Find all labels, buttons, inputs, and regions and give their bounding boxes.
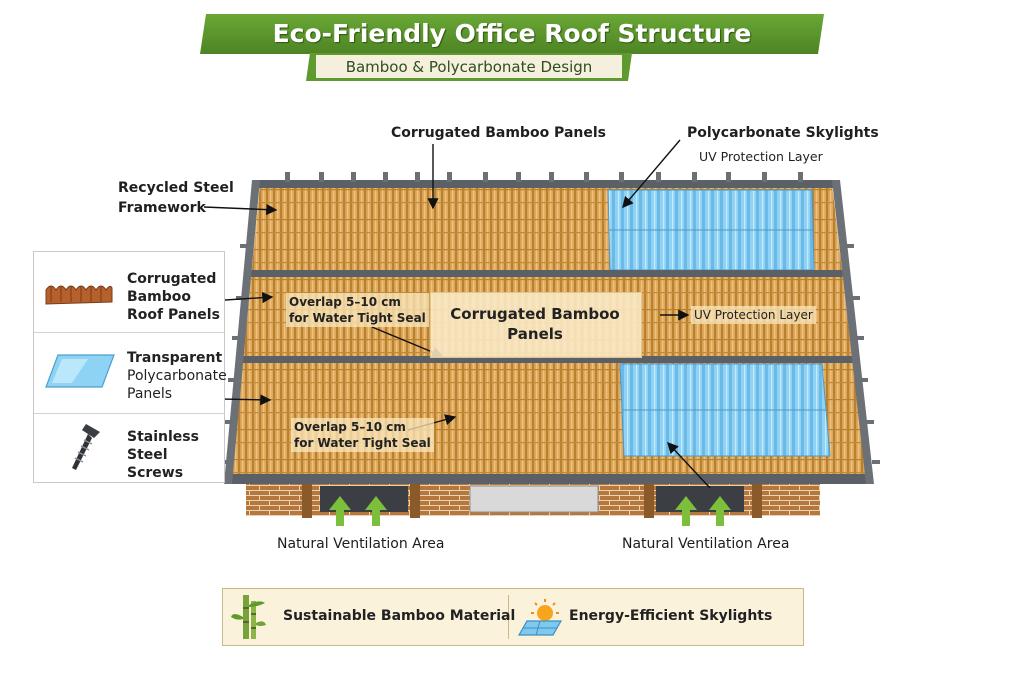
ventilation-arrows: [329, 496, 731, 526]
features-bar: Sustainable Bamboo Material Energy-Effic…: [222, 588, 804, 646]
building-wall: [246, 484, 820, 518]
label-vent-left: Natural Ventilation Area: [277, 536, 445, 552]
polycarbonate-panel-icon: [45, 354, 115, 388]
page-title: Eco-Friendly Office Roof Structure: [272, 19, 752, 48]
label-uv-protection-mid: UV Protection Layer: [691, 306, 816, 324]
feature-bamboo-label: Sustainable Bamboo Material: [283, 608, 516, 624]
label-polycarbonate-skylights: Polycarbonate Skylights: [687, 125, 879, 141]
subtitle-banner: [306, 53, 632, 81]
sun-panel-icon: [517, 599, 563, 636]
label-vent-right: Natural Ventilation Area: [622, 536, 790, 552]
title-banner: [200, 14, 824, 54]
bamboo-icon: [231, 595, 266, 639]
steel-bolts: [220, 172, 880, 464]
label-uv-protection-top: UV Protection Layer: [699, 149, 823, 164]
center-label-box: [430, 292, 642, 358]
label-bamboo-panels: Corrugated Bamboo Panels: [391, 125, 606, 141]
screw-icon: [72, 424, 100, 470]
features-divider: [508, 595, 509, 639]
page-subtitle: Bamboo & Polycarbonate Design: [345, 58, 593, 76]
label-steel-framework-1: Recycled Steel: [118, 180, 234, 196]
label-steel-framework-2: Framework: [118, 200, 206, 216]
feature-skylights-label: Energy-Efficient Skylights: [569, 608, 773, 624]
corrugated-bamboo-icon: [45, 285, 113, 305]
